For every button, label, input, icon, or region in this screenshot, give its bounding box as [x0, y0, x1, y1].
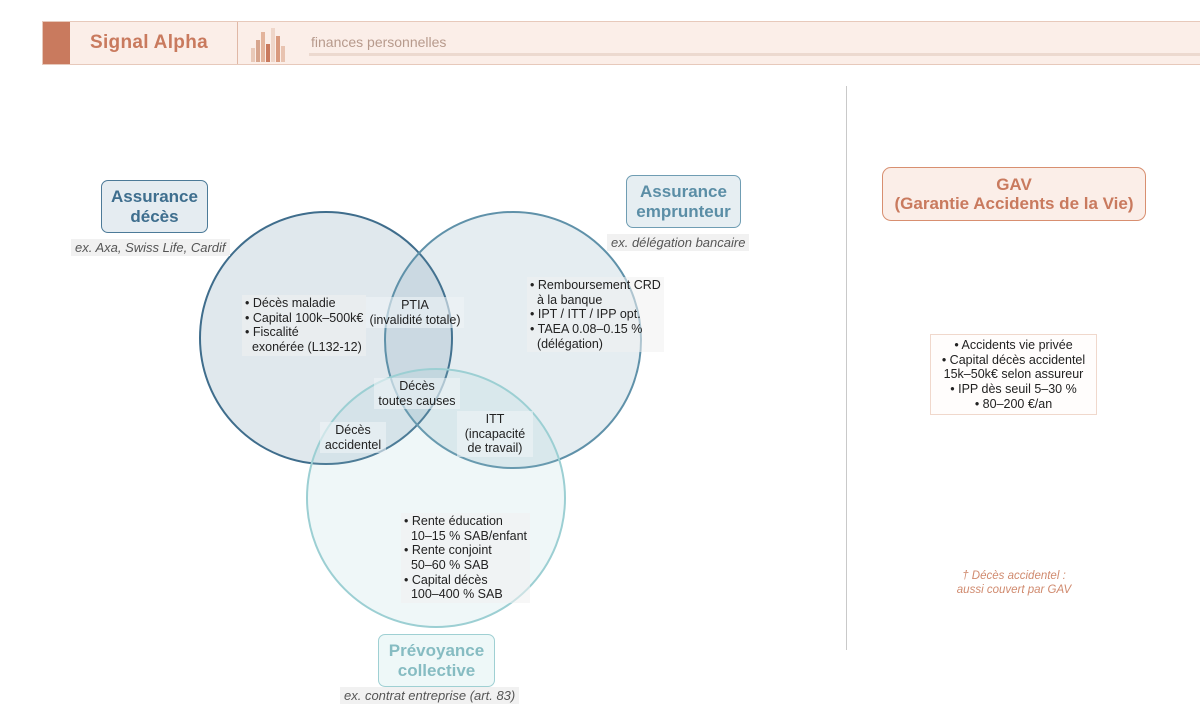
- gav-item: 15k–50k€ selon assureur: [943, 367, 1084, 382]
- header-subtitle: finances personnelles: [311, 34, 447, 50]
- region-item: Décès: [335, 423, 371, 437]
- region-item: • Capital 100k–500k€: [245, 310, 364, 325]
- region-deces-prevoyance: Décès accidentel: [320, 422, 386, 454]
- example-prevoyance-collective: ex. contrat entreprise (art. 83): [340, 687, 520, 704]
- header-accent-block: [43, 22, 70, 64]
- header-underline: [309, 53, 1200, 56]
- footnote-line: † Décès accidentel :: [962, 570, 1066, 582]
- region-deces-only: • Décès maladie • Capital 100k–500k€ • F…: [242, 295, 367, 356]
- region-item: (délégation): [530, 336, 603, 351]
- region-prevoyance-only: • Rente éducation 10–15 % SAB/enfant • R…: [401, 513, 531, 603]
- region-item: • Fiscalité: [245, 325, 299, 340]
- brand-title: Signal Alpha: [90, 32, 208, 53]
- region-item: exonérée (L132-12): [245, 339, 362, 354]
- region-item: • IPT / ITT / IPP opt.: [530, 307, 641, 322]
- gav-item: • IPP dès seuil 5–30 %: [950, 381, 1077, 396]
- region-deces-emprunteur: PTIA (invalidité totale): [366, 297, 464, 329]
- gav-item: • Capital décès accidentel: [941, 352, 1086, 367]
- footnote-line: aussi couvert par GAV: [956, 583, 1072, 596]
- example-assurance-deces: ex. Axa, Swiss Life, Cardif: [71, 239, 230, 256]
- venn-diagram: Assurance décès Assurance emprunteur Pré…: [71, 175, 750, 704]
- gav-title-line: GAV: [996, 175, 1032, 194]
- set-label-assurance-deces: Assurance décès: [101, 180, 208, 234]
- region-item: de travail): [467, 441, 523, 456]
- region-item: Décès: [399, 379, 435, 393]
- gav-item: • 80–200 €/an: [974, 396, 1053, 411]
- region-item: (invalidité totale): [369, 312, 461, 327]
- region-item: PTIA: [401, 298, 429, 312]
- vertical-separator: [846, 86, 847, 650]
- region-emprunteur-only: • Remboursement CRD à la banque • IPT / …: [527, 277, 664, 353]
- gav-title-line: (Garantie Accidents de la Vie): [894, 194, 1134, 214]
- region-item: • Rente conjoint: [404, 543, 492, 558]
- region-item: accidentel: [324, 437, 382, 452]
- region-item: 100–400 % SAB: [404, 587, 503, 602]
- gav-features-list: • Accidents vie privée • Capital décès a…: [930, 334, 1097, 416]
- region-item: • Rente éducation: [404, 514, 503, 528]
- set-label-assurance-emprunteur: Assurance emprunteur: [626, 175, 741, 229]
- region-item: toutes causes: [378, 393, 456, 408]
- region-item: • Capital décès: [404, 572, 488, 587]
- region-item: (incapacité: [464, 426, 526, 441]
- header-bar: Signal Alpha finances personnelles: [42, 21, 1200, 65]
- example-assurance-emprunteur: ex. délégation bancaire: [607, 234, 750, 251]
- region-all-three: Décès toutes causes: [374, 378, 460, 410]
- region-emprunteur-prevoyance: ITT (incapacité de travail): [457, 411, 533, 457]
- bar-chart-logo-icon: [251, 28, 285, 62]
- region-item: • Décès maladie: [245, 296, 336, 310]
- venn-circles: [199, 211, 642, 628]
- region-item: ITT: [485, 412, 505, 426]
- region-item: • Remboursement CRD: [530, 278, 661, 292]
- set-label-prevoyance-collective: Prévoyance collective: [378, 634, 495, 688]
- header-divider: [237, 22, 238, 64]
- region-item: 10–15 % SAB/enfant: [404, 528, 528, 543]
- footnote: † Décès accidentel : aussi couvert par G…: [914, 570, 1114, 598]
- region-item: 50–60 % SAB: [404, 557, 489, 572]
- gav-item: • Accidents vie privée: [954, 338, 1073, 352]
- gav-title-box: GAV (Garantie Accidents de la Vie): [882, 167, 1146, 221]
- region-item: • TAEA 0.08–0.15 %: [530, 321, 643, 336]
- region-item: à la banque: [530, 292, 603, 307]
